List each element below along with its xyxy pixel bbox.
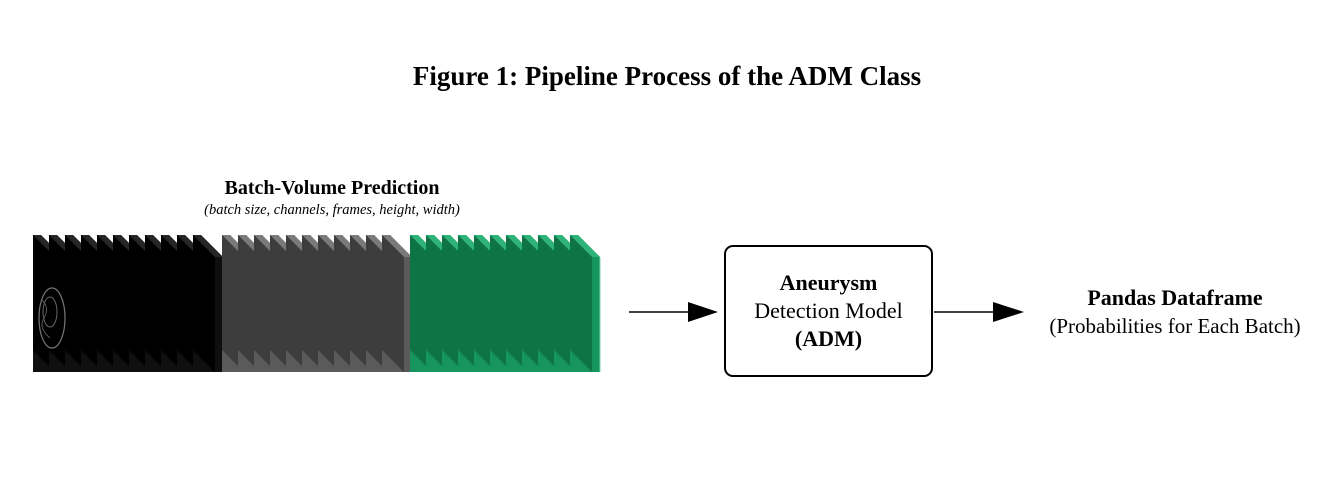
arrow-to-output: [934, 302, 1024, 322]
adm-model-box: Aneurysm Detection Model (ADM): [724, 245, 933, 377]
batch-volume-heading: Batch-Volume Prediction: [224, 177, 440, 199]
output-block: Pandas Dataframe (Probabilities for Each…: [1030, 284, 1320, 340]
volume-slice: [570, 235, 601, 372]
model-name-line-1: Aneurysm: [779, 270, 878, 295]
batch-volume-stack: [33, 235, 601, 372]
right-arrow-icon: [688, 302, 718, 322]
volume-slice: [382, 235, 413, 372]
model-abbreviation: (ADM): [794, 326, 863, 351]
arrow-to-model: [629, 302, 718, 322]
figure-title: Figure 1: Pipeline Process of the ADM Cl…: [412, 61, 922, 91]
right-arrow-icon: [993, 302, 1024, 322]
model-name-line-2: Detection Model: [754, 298, 903, 323]
batch-volume-shape: (batch size, channels, frames, height, w…: [204, 202, 460, 218]
output-title: Pandas Dataframe: [1087, 285, 1263, 310]
volume-slice: [193, 235, 224, 372]
brain-scan-image: [38, 287, 66, 349]
output-subtitle: (Probabilities for Each Batch): [1049, 314, 1301, 338]
